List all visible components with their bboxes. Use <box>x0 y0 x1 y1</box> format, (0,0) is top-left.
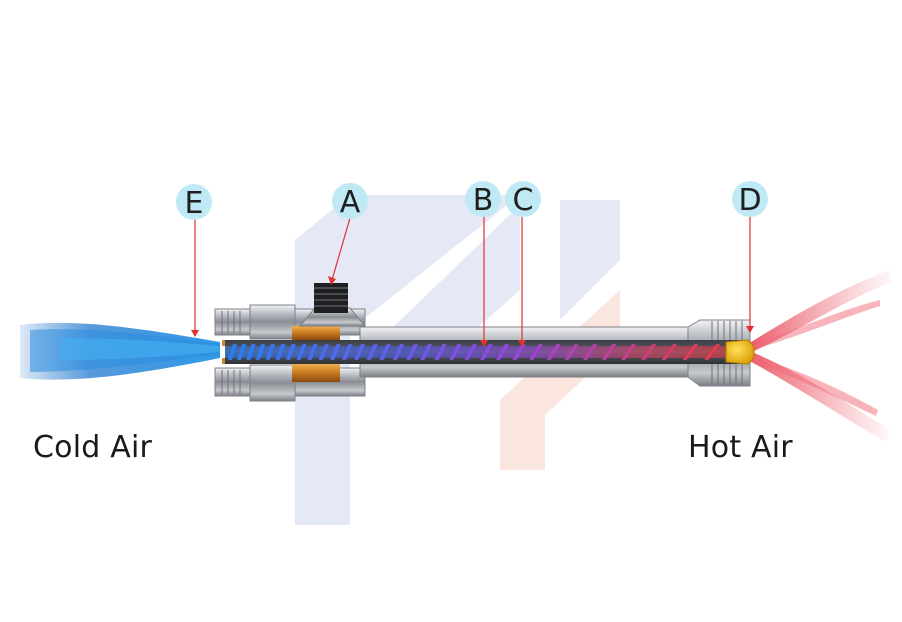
spiral-band <box>366 344 378 360</box>
spiral-band <box>582 344 598 360</box>
spiral-band <box>406 344 418 360</box>
spiral-band <box>341 344 353 360</box>
spiral-band <box>480 344 493 360</box>
spiral-band <box>307 344 318 360</box>
spiral-band <box>641 344 657 360</box>
callout-a: A <box>332 183 368 220</box>
leader-arrowheads <box>191 276 754 347</box>
spiral-band <box>621 344 637 360</box>
spiral-band <box>512 344 526 360</box>
spiral-band <box>246 344 256 360</box>
callout-c-label: C <box>513 183 534 218</box>
callout-e-label: E <box>185 186 204 221</box>
callout-d: D <box>732 181 768 218</box>
callout-b-label: B <box>473 183 494 218</box>
spiral-band <box>237 344 247 360</box>
spiral-band <box>285 344 296 360</box>
hot-air-jet <box>748 270 892 442</box>
spiral-band <box>682 344 699 360</box>
spiral-band <box>318 344 329 360</box>
spiral-band <box>564 344 579 360</box>
spiral-band <box>449 344 462 360</box>
spiral-band <box>601 344 617 360</box>
spiral-band <box>255 344 266 360</box>
leader-line-a <box>331 217 351 281</box>
spiral-band <box>496 344 510 360</box>
spiral-band <box>704 344 721 360</box>
callout-e: E <box>176 184 212 221</box>
cold-air-label: Cold Air <box>33 430 153 465</box>
spiral-band <box>464 344 478 360</box>
spiral-band <box>420 344 433 360</box>
callout-d-label: D <box>738 183 761 218</box>
compressed-air-inlet <box>298 283 367 327</box>
spiral-band <box>354 344 366 360</box>
spiral-band <box>379 344 391 360</box>
control-valve <box>725 339 755 365</box>
spiral-band <box>546 344 561 360</box>
spiral-band <box>434 344 447 360</box>
vortex-spiral-flow <box>225 344 735 360</box>
cold-air-jet <box>20 322 220 380</box>
spiral-band <box>661 344 678 360</box>
spiral-band <box>275 344 286 360</box>
spiral-band <box>392 344 405 360</box>
leader-lines <box>194 216 751 344</box>
spiral-band <box>529 344 543 360</box>
hot-air-label: Hot Air <box>688 430 793 465</box>
callout-a-label: A <box>340 185 361 220</box>
callout-b: B <box>465 181 501 218</box>
callout-c: C <box>505 181 541 218</box>
spiral-band <box>296 344 307 360</box>
spiral-band <box>265 344 276 360</box>
spiral-band <box>330 344 341 360</box>
spiral-band <box>228 344 237 360</box>
